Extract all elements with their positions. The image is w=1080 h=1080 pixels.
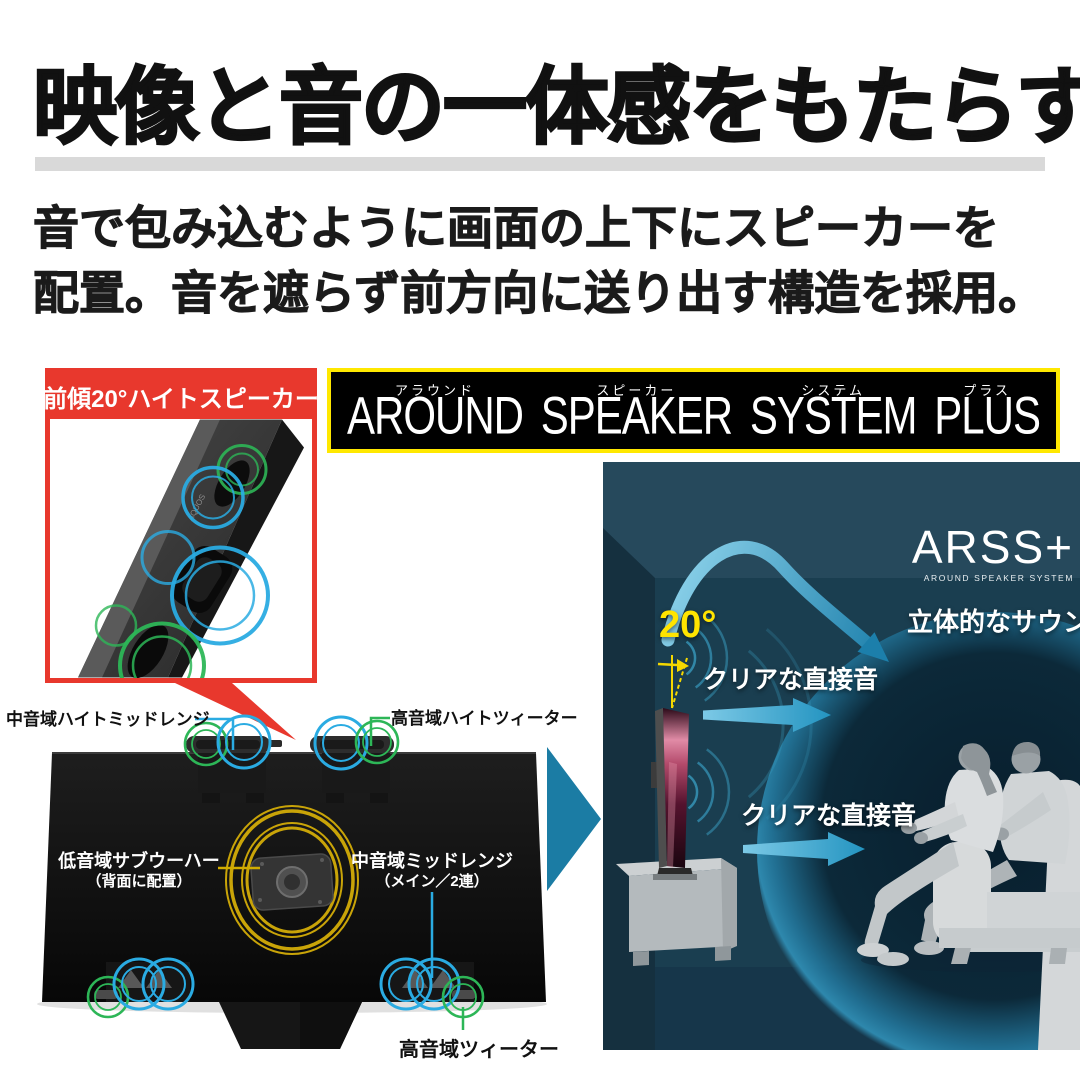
height-speaker-callout-label: 前傾20°ハイトスピーカー: [43, 373, 319, 419]
label-height-midrange: 中音域ハイトミッドレンジ: [6, 710, 210, 729]
page-title: 映像と音の一体感をもたらす: [32, 59, 1080, 156]
man-silhouette: [914, 741, 1070, 955]
arss-logo: ARSS+: [911, 521, 1074, 573]
surround-sound-label: 立体的なサウンド: [907, 607, 1080, 637]
banner-furigana: アラウンド: [395, 383, 476, 398]
banner-text: AROUND: [347, 385, 524, 445]
label-connectors: [195, 716, 465, 1030]
direct-sound-label-2: クリアな直接音: [741, 802, 917, 830]
height-speaker-callout-box: 前傾20°ハイトスピーカー AQUOS: [43, 368, 319, 683]
label-midrange: 中音域ミッドレンジ （メイン／2連）: [350, 851, 514, 891]
angle-label: 20°: [659, 604, 717, 646]
surround-sound-sphere: [757, 612, 1080, 1080]
label-subwoofer-line1: 低音域サブウーハー: [58, 851, 220, 871]
arss-logo-subtitle: AROUND SPEAKER SYSTEM: [923, 573, 1074, 583]
label-subwoofer-line2: （背面に配置）: [86, 872, 192, 890]
label-subwoofer: 低音域サブウーハー （背面に配置）: [58, 851, 220, 891]
banner-furigana: スピーカー: [596, 383, 677, 398]
banner-text: SPEAKER: [540, 385, 733, 445]
arss-scene-illustration: [603, 462, 1080, 1080]
label-height-tweeter: 高音域ハイトツィーター: [391, 709, 578, 728]
direct-sound-arrow-1: [703, 698, 831, 732]
banner-text: SYSTEM: [749, 385, 918, 445]
direct-sound-arrow-2: [743, 832, 865, 866]
angle-guides: [657, 655, 689, 709]
tv-stand: [219, 1002, 362, 1049]
tv-side-view: [651, 708, 697, 880]
body-copy-line2: 配置。音を遮らず前方向に送り出す構造を採用。: [32, 267, 1045, 320]
height-sound-arrow: [661, 540, 889, 662]
couch-and-viewers: [857, 741, 1080, 1050]
banner-furigana: プラス: [963, 383, 1011, 398]
direct-sound-label-1: クリアな直接音: [703, 666, 879, 694]
around-speaker-system-banner: アラウンド AROUND スピーカー SPEAKER システム SYSTEM プ…: [327, 368, 1060, 453]
banner-furigana: システム: [801, 383, 865, 398]
body-copy-line1: 音で包み込むように画面の上下にスピーカーを: [32, 202, 999, 255]
transition-arrow: [547, 747, 601, 891]
tv-table: [616, 858, 737, 966]
subwoofer-rings: [225, 805, 359, 955]
woman-silhouette: [857, 743, 1004, 966]
top-speaker-modules: [186, 736, 394, 803]
banner-word-around: アラウンド AROUND: [347, 383, 524, 445]
banner-text: PLUS: [934, 385, 1041, 445]
arss-scene: ARSS+ AROUND SPEAKER SYSTEM 20° クリアな直接音 …: [603, 462, 1080, 1080]
body-copy: 音で包み込むように画面の上下にスピーカーを 配置。音を遮らず前方向に送り出す構造…: [32, 196, 1045, 326]
arss-logo-block: ARSS+ AROUND SPEAKER SYSTEM: [912, 524, 1074, 583]
banner-word-system: システム SYSTEM: [749, 383, 918, 445]
banner-word-speaker: スピーカー SPEAKER: [540, 383, 733, 445]
subwoofer: [225, 805, 359, 955]
tv-back-diagram: [37, 683, 601, 1049]
soundwave-rings: [94, 444, 270, 678]
label-bottom-tweeter: 高音域ツィーター: [399, 1039, 559, 1061]
title-divider: [35, 157, 1045, 171]
banner-word-plus: プラス PLUS: [934, 383, 1041, 445]
label-midrange-line1: 中音域ミッドレンジ: [351, 851, 513, 871]
diagram-soundwave-rings: [86, 714, 485, 1019]
label-midrange-line2: （メイン／2連）: [375, 872, 489, 890]
speaker-closeup-photo: AQUOS: [50, 419, 312, 678]
